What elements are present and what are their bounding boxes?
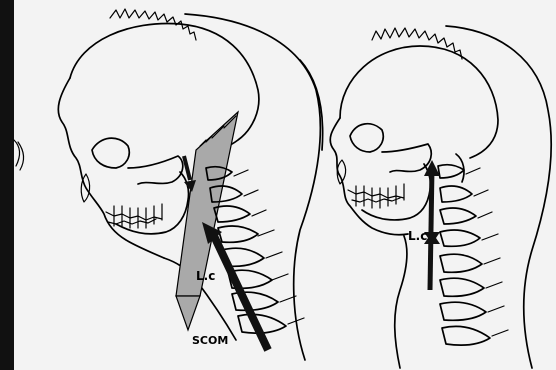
left-label-lc: L.c: [196, 269, 215, 283]
left-label-scom: SCOM: [192, 334, 228, 347]
paper-background: [14, 0, 556, 370]
right-label-lc: L.c: [408, 229, 427, 243]
left-edge-strip: [0, 0, 14, 370]
right-lc-band: [430, 168, 432, 290]
